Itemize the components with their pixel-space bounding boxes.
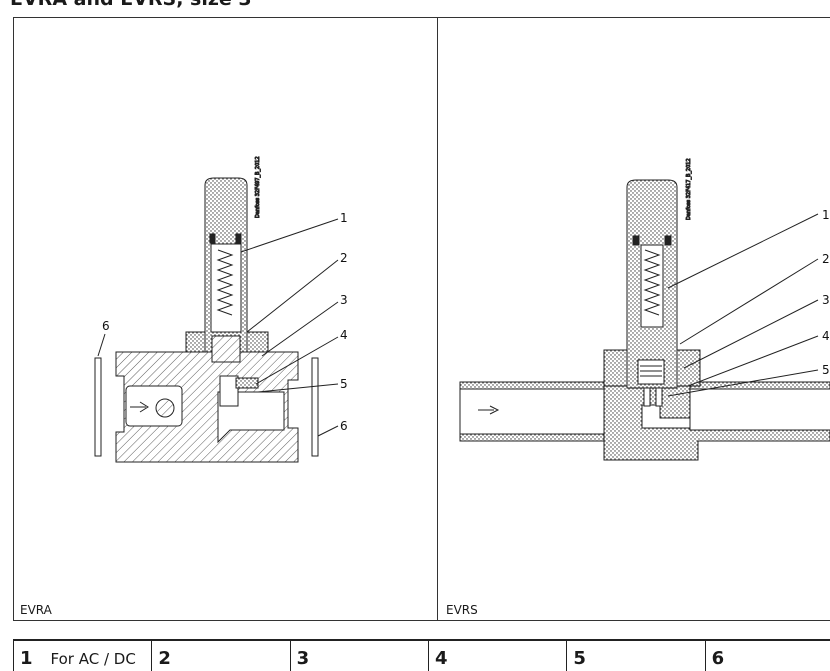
evrs-seat-right (655, 387, 663, 407)
evra-spring-chamber (210, 243, 242, 333)
evra-callout-6-right: 6 (340, 419, 348, 433)
legend-number: 2 (158, 648, 171, 669)
evrs-callouts: 1 2 3 4 5 (822, 208, 830, 377)
page-title: EVRA and EVRS, size 3 (10, 0, 252, 10)
legend-cell-2: 2 (151, 641, 289, 671)
evrs-callout-1: 1 (822, 208, 830, 222)
figure-frame (13, 17, 830, 621)
evra-strainer (155, 398, 175, 418)
evrs-valve-body (603, 381, 830, 461)
evra-spring (216, 249, 234, 316)
evra-callout-1: 1 (340, 211, 348, 225)
evra-armature-lower (211, 335, 241, 363)
evra-stamp: Danfoss 32F497_B_2012 (255, 156, 261, 218)
panel-divider (437, 17, 438, 621)
legend-cell-1: 1 For AC / DC (13, 641, 151, 671)
evra-callouts: 1 2 3 4 5 6 6 (102, 211, 348, 433)
legend-cell-6: 6 (704, 641, 830, 671)
evrs-piston (637, 359, 665, 385)
evra-stop-right (235, 233, 242, 244)
evra-callout-3: 3 (340, 293, 348, 307)
legend-cell-5: 5 (566, 641, 704, 671)
evra-stop-left (209, 233, 216, 244)
evra-pilot (219, 375, 239, 407)
evrs-spring (643, 249, 661, 316)
evrs-piston-lines (640, 365, 662, 377)
evrs-stamp: Danfoss 32F417_B_2012 (686, 158, 692, 220)
legend-number: 1 (20, 648, 33, 669)
legend-number: 6 (711, 648, 725, 669)
evra-callout-6-left: 6 (102, 319, 110, 333)
evra-callout-4: 4 (340, 328, 348, 342)
evrs-callout-5: 5 (822, 363, 830, 377)
evra-callout-2: 2 (340, 251, 348, 265)
legend-description: For AC / DC (50, 650, 136, 668)
evrs-callout-4: 4 (822, 329, 830, 343)
evrs-stop-right (664, 235, 672, 246)
evrs-callout-3: 3 (822, 293, 830, 307)
evra-callout-5: 5 (340, 377, 348, 391)
legend-number: 5 (573, 648, 586, 669)
evra-drawing: Danfoss 32F497_B_2012 (94, 156, 339, 463)
legend-number: 3 (296, 648, 310, 669)
evrs-drawing: Danfoss 32F417_B_2012 (459, 158, 830, 461)
evrs-panel-label: EVRS (446, 603, 478, 617)
evra-panel-label: EVRA (20, 603, 52, 617)
legend-table: 1 For AC / DC 2 3 4 5 6 (13, 639, 830, 671)
evra-seat-ring (235, 377, 259, 389)
evrs-callout-2: 2 (822, 252, 830, 266)
evrs-flow-arrow (478, 405, 500, 415)
legend-number: 4 (434, 648, 448, 669)
evrs-seat (643, 387, 651, 407)
evra-inlet-flange (94, 357, 102, 457)
evra-outlet-flange (311, 357, 319, 457)
evra-flow-arrow (130, 401, 149, 413)
legend-cell-3: 3 (289, 641, 428, 671)
evrs-stop-left (632, 235, 640, 246)
legend-cell-4: 4 (427, 641, 566, 671)
